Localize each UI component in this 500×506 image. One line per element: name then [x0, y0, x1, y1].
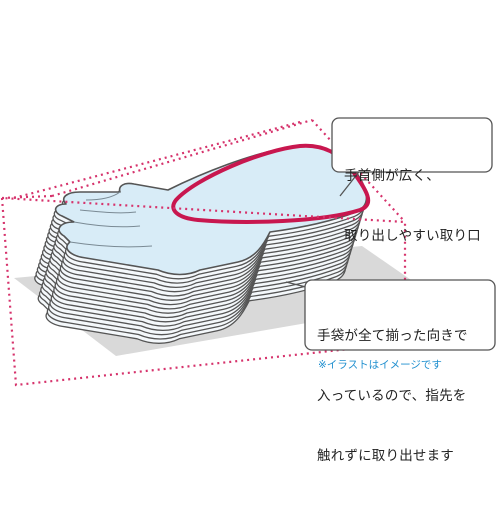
dotted-box-front	[0, 120, 407, 387]
callout-bottom-line-2: 入っているので、指先を	[317, 388, 467, 404]
finger-line	[79, 209, 137, 214]
finger-line	[85, 191, 121, 201]
callout-top-line-2: 取り出しやすい取り口	[344, 228, 481, 244]
finger-line	[69, 241, 153, 248]
callout-top-pointer	[339, 167, 363, 197]
callout-bottom-line-1: 手袋が全て揃った向きで	[317, 328, 468, 344]
finger-line	[73, 221, 141, 228]
callout-bottom-text: 手袋が全て揃った向きで 入っているので、指先を 触れずに取り出せます	[317, 286, 468, 506]
wrist-opening-highlight	[171, 143, 371, 224]
illustration-note: ※イラストはイメージです	[318, 359, 442, 371]
callout-bottom-box	[304, 279, 496, 351]
callout-top-line-1: 手首側が広く、	[344, 168, 440, 184]
callout-top-text: 手首側が広く、 取り出しやすい取り口	[344, 126, 481, 286]
dotted-box-back	[1, 118, 406, 223]
callout-bottom-line-3: 触れずに取り出せます	[317, 448, 454, 464]
callout-top-box	[331, 117, 493, 173]
